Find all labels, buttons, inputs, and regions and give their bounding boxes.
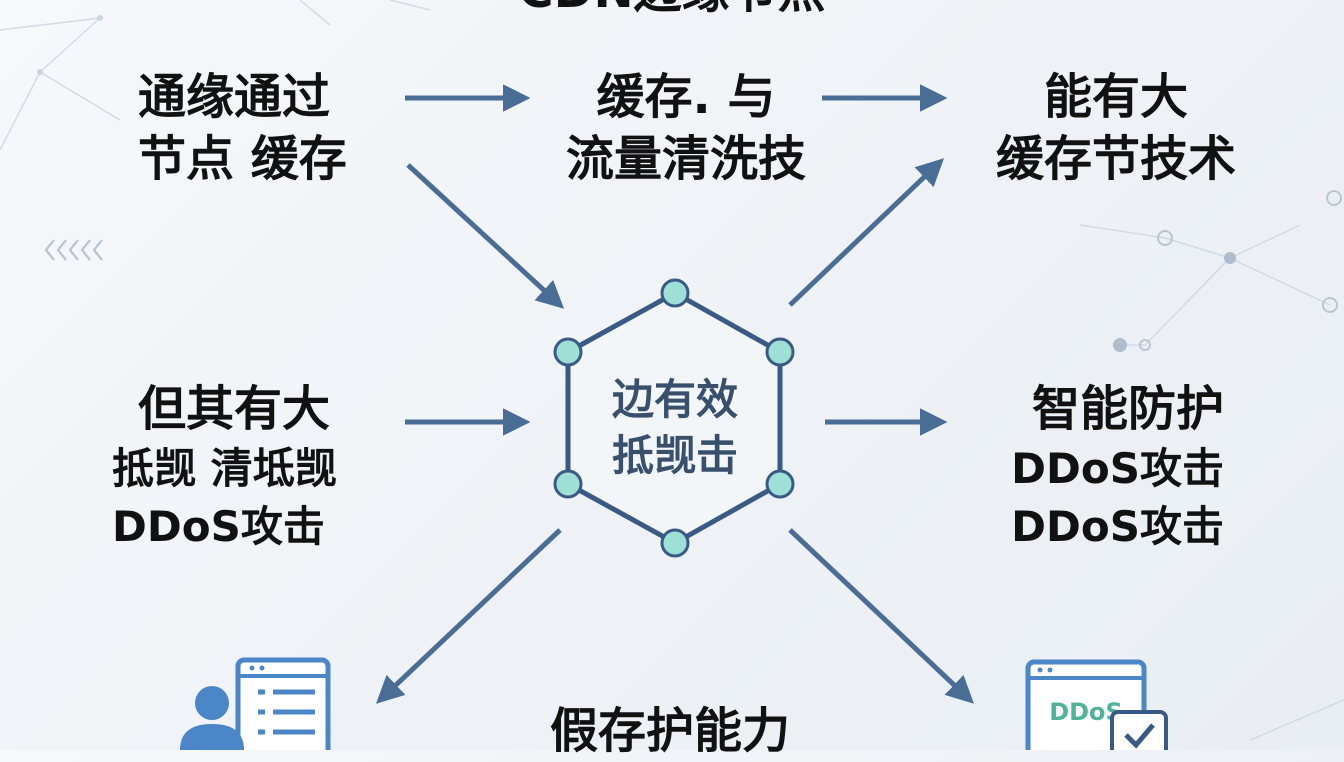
hub-node [553, 469, 583, 499]
arrow-hub-to-top-right [788, 158, 944, 307]
node-top-left: 通缘通过 节点 缓存 [138, 66, 347, 190]
hub-node [553, 337, 583, 367]
node-mid-left: 但其有大 抵觊 清坻觊 DDoS攻击 [112, 378, 337, 556]
node-mid-right-line3: DDoS攻击 [1011, 502, 1224, 551]
node-top-left-line2: 节点 缓存 [138, 131, 347, 187]
hub-node [660, 528, 690, 558]
hub-node [765, 337, 795, 367]
node-top-center-line2: 流量清洗技 [565, 131, 806, 187]
node-mid-left-line2: 抵觊 清坻觊 [112, 444, 337, 493]
node-top-right-line1: 能有大 [1043, 69, 1188, 125]
arrow-hub-to-bottom-left [376, 528, 562, 704]
node-mid-left-line1: 但其有大 [138, 381, 331, 437]
node-mid-left-line3: DDoS攻击 [112, 502, 325, 551]
hub-label: 边有效 抵觊击 [570, 372, 780, 484]
hub-node [765, 469, 795, 499]
node-mid-right: 智能防护 DDoS攻击 DDoS攻击 [960, 378, 1224, 556]
user-document-icon [180, 657, 331, 750]
node-top-center-line1: 缓存. 与 [596, 69, 776, 125]
node-top-right-line2: 缓存节技术 [995, 131, 1236, 187]
diagram-title: CDN边缘节点 [472, 0, 872, 22]
hub-node [660, 278, 690, 308]
node-top-right: 能有大 缓存节技术 [966, 66, 1266, 190]
arrow-top-left-to-hub [406, 163, 565, 309]
node-bottom-center: 假存护能力 [549, 703, 790, 759]
arrow-hub-to-bottom-right [788, 528, 974, 704]
hub-hexagon [553, 278, 795, 558]
node-mid-right-line2: DDoS攻击 [1011, 444, 1224, 493]
ddos-shield-check-icon: DDoS [1025, 659, 1168, 750]
hub-label-line1: 边有效 [611, 375, 738, 424]
node-top-center: 缓存. 与 流量清洗技 [536, 66, 836, 190]
node-mid-right-line1: 智能防护 [1031, 381, 1224, 437]
hub-label-line2: 抵觊击 [611, 431, 738, 480]
node-top-left-line1: 通缘通过 [138, 69, 331, 125]
